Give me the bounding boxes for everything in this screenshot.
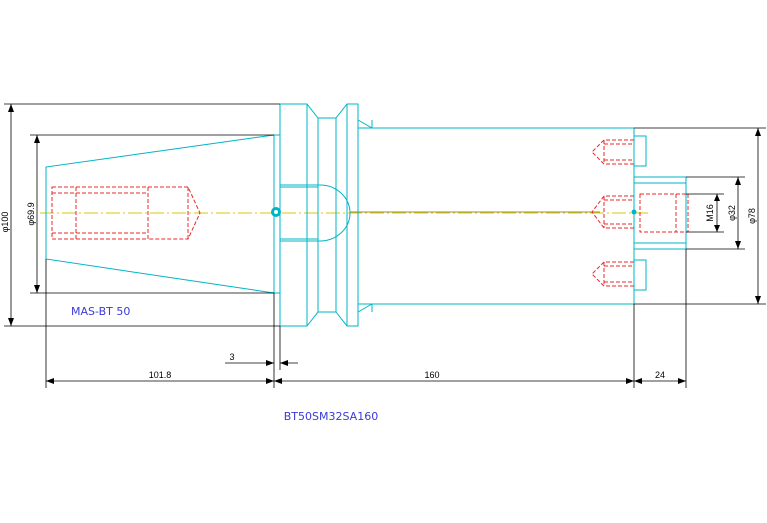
part-number-label: BT50SM32SA160 [284, 410, 378, 423]
standard-label: MAS-BT 50 [71, 305, 130, 318]
taper-outline [45, 134, 275, 294]
dim-body-diameter: φ78 [747, 208, 757, 224]
dim-taper-length: 101.8 [149, 370, 172, 380]
flange-outline [274, 103, 635, 327]
dim-bore-diameter: φ32 [727, 205, 737, 221]
dim-gap: 3 [229, 352, 234, 362]
pull-stud-recess [280, 184, 351, 242]
dim-taper-diameter: φ69.9 [26, 202, 36, 225]
dim-body-length: 160 [424, 370, 439, 380]
dim-nose-length: 24 [655, 370, 665, 380]
hidden-features [51, 139, 689, 287]
dimension-arrows [8, 104, 761, 384]
dim-flange-diameter: φ100 [0, 212, 10, 233]
dimension-lines [4, 103, 766, 388]
dim-thread: M16 [705, 204, 715, 222]
center-marker-right [631, 209, 637, 215]
